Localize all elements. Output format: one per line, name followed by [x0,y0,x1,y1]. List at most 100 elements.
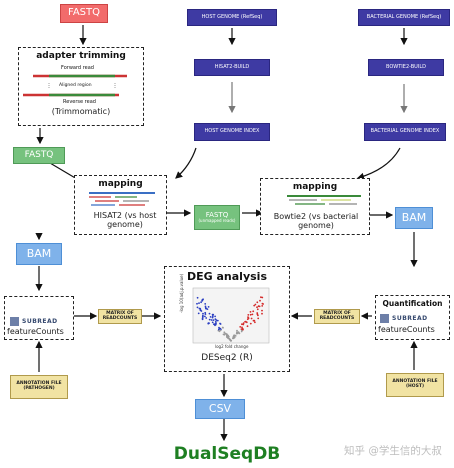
volcano-point [209,316,212,318]
volcano-point [239,326,242,328]
volcano-point [202,314,204,317]
volcano-point [240,328,243,330]
subread-left-label: SUBREAD [22,318,58,325]
csv-box: CSV [195,399,245,419]
unmapped-fastq-box: FASTQ (unmapped reads) [194,205,240,230]
adapter-title: adapter trimming [36,51,126,61]
adapter-reads-graphic [23,74,127,97]
host-genome-box: HOST GENOME (RefSeq) [187,9,277,26]
volcano-point [226,336,228,338]
annotation-pathogen-box: ANNOTATION FILE (PATHOGEN) [10,375,68,399]
hisat2-tool-label: HISAT2 (vs host genome) [93,211,157,230]
volcano-point [214,323,217,326]
reverse-read-label: Reverse read [63,99,96,105]
volcano-point [261,305,264,307]
subread-right-label: SUBREAD [392,315,428,322]
volcano-plot [192,287,270,344]
volcano-point [202,298,204,301]
volcano-point [242,328,244,331]
bacterial-index-label: BACTERIAL GENOME INDEX [370,128,440,135]
volcano-point [202,312,204,315]
arrow-hostindex-to-mapping [175,147,197,179]
csv-label: CSV [208,402,232,416]
host-index-box: HOST GENOME INDEX [194,123,270,141]
volcano-point [205,317,208,319]
matrix-right-label: MATRIX OF READCOUNTS [319,310,355,321]
volcano-point [261,296,264,299]
volcano-point [245,321,248,324]
volcano-point [219,323,222,325]
quant-right-panel: Quantification SUBREAD featureCounts [375,295,450,340]
matrix-right-box: MATRIX OF READCOUNTS [314,309,360,324]
volcano-point [261,309,263,312]
volcano-point [234,335,237,337]
volcano-point [247,314,250,316]
annotation-host-label: ANNOTATION FILE (HOST) [392,379,438,389]
volcano-point [212,319,215,321]
dualseqdb-title: DualSeqDB [173,444,281,464]
bacterial-index-box: BACTERIAL GENOME INDEX [364,123,446,141]
volcano-point [254,321,256,324]
bam-left-label: BAM [26,247,52,261]
volcano-point [227,337,230,340]
volcano-point [198,302,200,304]
volcano-point [196,296,199,299]
bacterial-genome-label: BACTERIAL GENOME (RefSeq) [366,13,442,20]
deg-title: DEG analysis [187,270,267,283]
deg-panel: DEG analysis -log 10(adj.p.value) log2 f… [164,266,290,372]
trimmomatic-label: (Trimmomatic) [51,107,111,116]
volcano-point [214,320,217,323]
arrow-bactindex-to-mapping [356,147,401,180]
volcano-point [250,317,253,320]
mapping-bacterial-graphic [287,195,361,205]
volcano-point [249,313,252,316]
trimmed-fastq-box: FASTQ [13,147,65,164]
volcano-point [198,307,201,310]
featurecounts-left-label: featureCounts [7,327,64,336]
volcano-point [225,333,228,335]
volcano-point [256,313,259,316]
volcano-point [257,317,260,320]
watermark: 知乎 @学生信的大叔 [344,445,442,457]
volcano-point [253,304,256,307]
volcano-point [252,319,255,322]
volcano-point [219,329,222,332]
volcano-point [256,306,258,309]
volcano-point [205,307,207,310]
volcano-point [211,313,214,316]
forward-read-label: Forward read [61,65,94,71]
volcano-point [247,316,249,318]
volcano-point [214,318,217,320]
matrix-left-label: MATRIX OF READCOUNTS [102,310,138,321]
volcano-point [249,311,252,313]
volcano-point [213,323,215,326]
volcano-point [207,306,210,308]
subread-logo-icon [380,314,389,323]
volcano-point [202,316,204,318]
volcano-point [226,334,229,336]
volcano-point [204,315,206,318]
volcano-point [261,312,263,315]
fastq-input-label: FASTQ [67,7,100,19]
unmapped-fastq-label: FASTQ [205,210,229,219]
volcano-point [229,339,232,342]
volcano-point [214,315,216,318]
volcano-xlabel: log2 fold change [215,344,249,349]
bam-left-box: BAM [16,243,62,265]
quant-left-panel: SUBREAD featureCounts [4,296,74,340]
volcano-point [222,333,225,336]
volcano-point [208,318,211,321]
bowtie2-build-label: BOWTIE2-BUILD [386,63,426,70]
volcano-point [251,313,254,316]
volcano-point [211,316,214,319]
volcano-point [211,321,214,324]
volcano-point [260,296,262,299]
volcano-point [197,312,200,315]
mapping-host-graphic [89,192,155,206]
hisat2-build-label: HISAT2-BUILD [214,63,250,70]
annotation-pathogen-label: ANNOTATION FILE (PATHOGEN) [16,381,62,391]
hisat2-build-box: HISAT2-BUILD [194,59,270,76]
bowtie2-tool-label: Bowtie2 (vs bacterial genome) [273,212,359,231]
volcano-point [261,302,264,305]
